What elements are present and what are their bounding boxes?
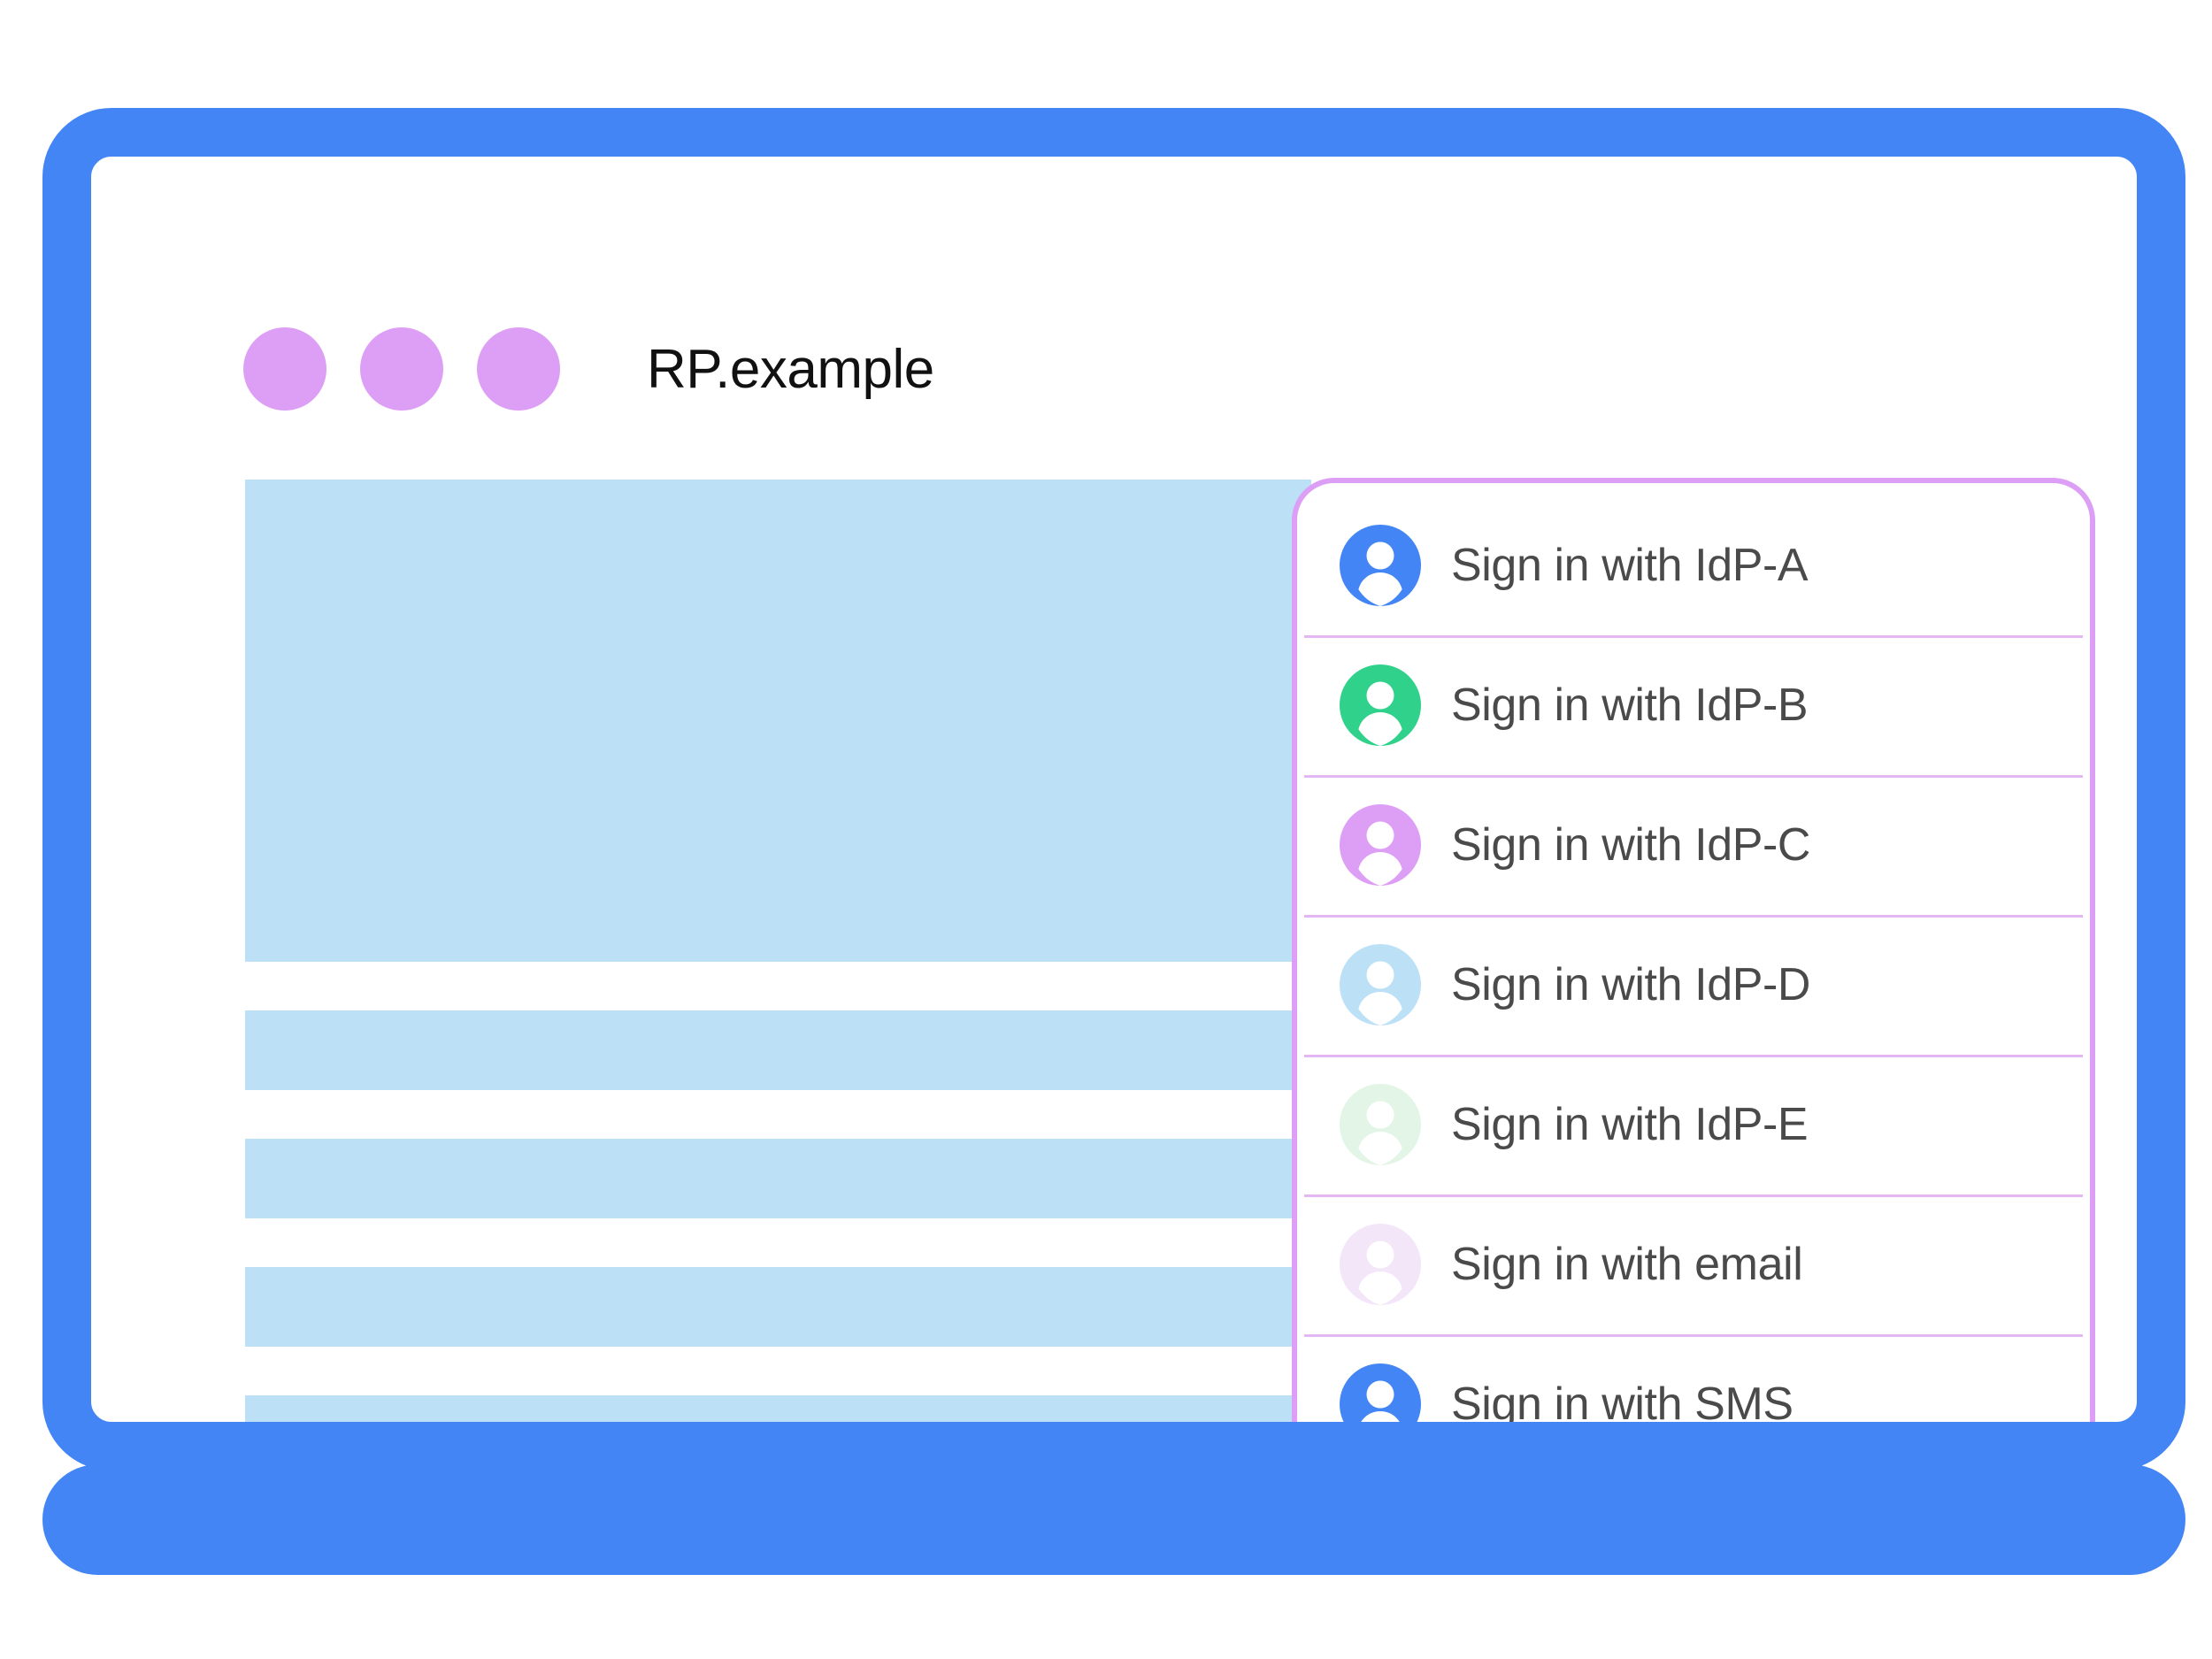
account-row[interactable]: Sign in with SMS xyxy=(1297,1334,2090,1422)
account-label: Sign in with SMS xyxy=(1451,1379,1793,1422)
window-dot-1-icon[interactable] xyxy=(243,327,326,411)
device-bottom-bezel xyxy=(42,1464,2185,1575)
account-row[interactable]: Sign in with IdP-C xyxy=(1297,775,2090,915)
person-avatar-icon xyxy=(1340,1084,1421,1165)
browser-titlebar: RP.example xyxy=(91,311,934,426)
account-label: Sign in with IdP-E xyxy=(1451,1099,1809,1150)
account-row[interactable]: Sign in with IdP-B xyxy=(1297,635,2090,775)
account-label: Sign in with IdP-D xyxy=(1451,959,1811,1010)
text-placeholder-line-1 xyxy=(245,1010,1311,1090)
person-avatar-icon xyxy=(1340,1224,1421,1305)
account-row[interactable]: Sign in with IdP-D xyxy=(1297,915,2090,1055)
person-avatar-icon xyxy=(1340,804,1421,886)
bezel-bar-right xyxy=(1140,1464,2185,1575)
text-placeholder-line-2 xyxy=(245,1139,1311,1218)
account-chooser-dialog: Sign in with IdP-A Sign in with IdP-B Sign… xyxy=(1292,478,2095,1422)
account-label: Sign in with email xyxy=(1451,1239,1803,1290)
person-avatar-icon xyxy=(1340,525,1421,606)
account-row[interactable]: Sign in with email xyxy=(1297,1194,2090,1334)
text-placeholder-line-3 xyxy=(245,1267,1311,1347)
account-label: Sign in with IdP-B xyxy=(1451,680,1809,731)
page-title: RP.example xyxy=(647,338,934,400)
account-row[interactable]: Sign in with IdP-E xyxy=(1297,1055,2090,1194)
person-avatar-icon xyxy=(1340,1363,1421,1422)
person-avatar-icon xyxy=(1340,664,1421,746)
window-dot-2-icon[interactable] xyxy=(360,327,443,411)
account-label: Sign in with IdP-A xyxy=(1451,540,1809,591)
page-content-skeleton xyxy=(245,480,1311,1422)
text-placeholder-line-4 xyxy=(245,1395,1311,1422)
window-dot-3-icon[interactable] xyxy=(477,327,560,411)
person-avatar-icon xyxy=(1340,944,1421,1025)
account-label: Sign in with IdP-C xyxy=(1451,819,1811,871)
account-row[interactable]: Sign in with IdP-A xyxy=(1297,495,2090,635)
hero-placeholder-block xyxy=(245,480,1311,962)
